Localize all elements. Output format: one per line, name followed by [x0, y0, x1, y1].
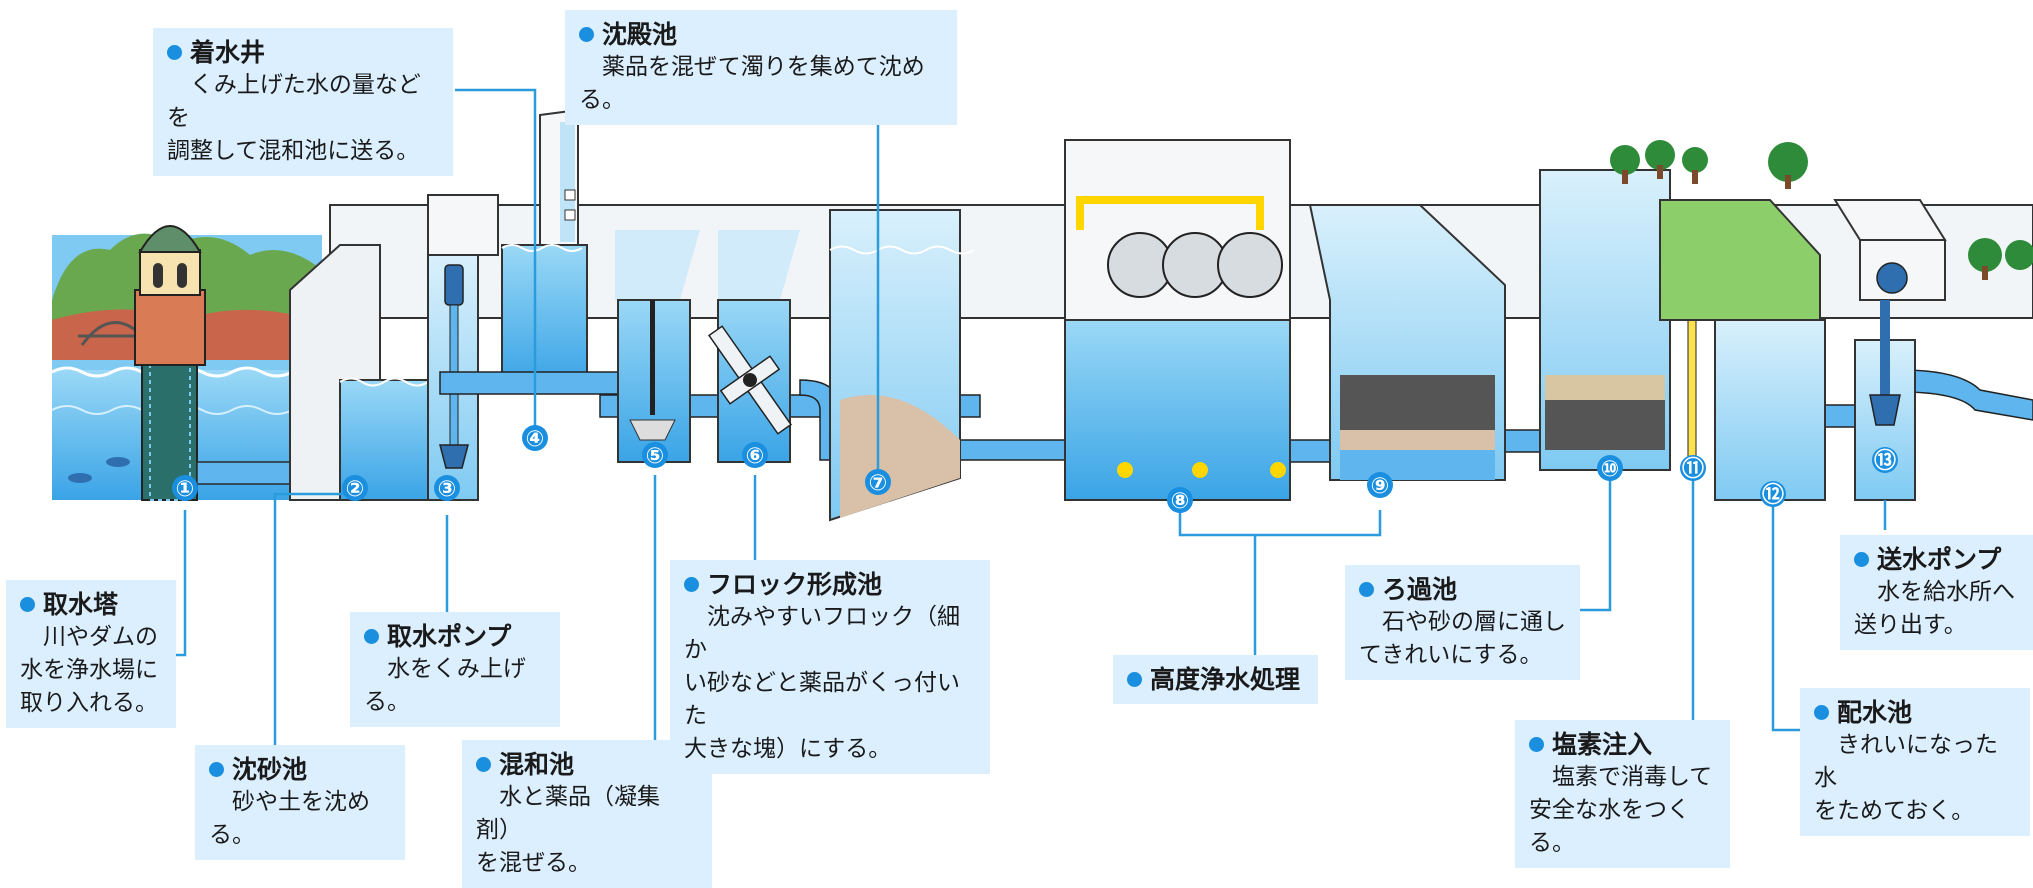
callout-title: 送水ポンプ	[1877, 545, 2002, 574]
stage-badges: ① ② ③ ④ ⑤ ⑥ ⑦ ⑧ ⑨ ⑩ ⑪ ⑫ ⑬	[172, 425, 1898, 514]
callout-title: 取水ポンプ	[387, 622, 512, 651]
callout-chlorination: 塩素注入 塩素で消毒して 安全な水をつくる。	[1515, 720, 1730, 868]
advanced-treatment-building	[1064, 139, 1291, 501]
callout-desc: くみ上げた水の量などを 調整して混和池に送る。	[167, 72, 421, 164]
bullet-icon	[1814, 705, 1829, 720]
callout-desc: きれいになった水 をためておく。	[1814, 732, 1998, 824]
callout-desc: 川やダムの 水を浄水場に 取り入れる。	[20, 624, 158, 716]
callout-floc-basin: フロック形成池 沈みやすいフロック（細か い砂などと薬品がくっ付いた 大きな塊）…	[670, 560, 990, 774]
callout-desc: 砂や土を沈める。	[209, 789, 370, 848]
bullet-icon	[476, 757, 491, 772]
bullet-icon	[1127, 672, 1142, 687]
intake-pump-house	[427, 194, 499, 501]
svg-text:③: ③	[438, 477, 457, 502]
callout-advanced-treatment: 高度浄水処理	[1113, 655, 1318, 704]
callout-title: 着水井	[190, 38, 266, 67]
svg-text:⑧: ⑧	[1171, 489, 1190, 514]
svg-text:⑨: ⑨	[1371, 474, 1390, 499]
callout-title: 取水塔	[43, 590, 119, 619]
sand-filter-10	[1539, 169, 1671, 471]
callout-intake-tower: 取水塔 川やダムの 水を浄水場に 取り入れる。	[6, 580, 176, 728]
filter-basin	[1308, 204, 1506, 481]
callout-transmission-pump: 送水ポンプ 水を給水所へ 送り出す。	[1840, 535, 2033, 650]
stage-badge-1: ①	[172, 475, 198, 502]
stage-badge-2: ②	[342, 475, 368, 502]
svg-text:②: ②	[346, 477, 365, 502]
callout-title: 塩素注入	[1552, 730, 1653, 759]
stage-badge-8: ⑧	[1167, 487, 1193, 514]
svg-text:⑫: ⑫	[1762, 482, 1784, 508]
stage-badge-3: ③	[434, 475, 460, 502]
svg-text:⑥: ⑥	[746, 444, 765, 469]
stage-badge-5: ⑤	[642, 442, 668, 469]
stage-badge-9: ⑨	[1367, 472, 1393, 499]
svg-text:④: ④	[526, 427, 545, 452]
stage-badge-12: ⑫	[1760, 481, 1786, 508]
callout-desc: 塩素で消毒して 安全な水をつくる。	[1529, 764, 1713, 856]
callout-title: 高度浄水処理	[1150, 665, 1301, 694]
stage-badge-6: ⑥	[742, 442, 768, 469]
bullet-icon	[1529, 737, 1544, 752]
leader-lines	[155, 88, 1887, 745]
callout-desc: 水をくみ上げる。	[364, 656, 526, 715]
bullet-icon	[364, 629, 379, 644]
bullet-icon	[209, 762, 224, 777]
bullet-icon	[684, 577, 699, 592]
bullet-icon	[579, 27, 594, 42]
callout-desc: 石や砂の層に通し てきれいにする。	[1359, 609, 1566, 668]
callout-settling-basin: 沈殿池 薬品を混ぜて濁りを集めて沈める。	[565, 10, 957, 125]
flocculation-basin	[707, 230, 800, 463]
svg-text:⑤: ⑤	[646, 444, 665, 469]
transmission-pump-house	[1833, 199, 1947, 501]
bullet-icon	[1854, 552, 1869, 567]
callout-grit-basin: 沈砂池 砂や土を沈める。	[195, 745, 405, 860]
settling-basin	[829, 209, 975, 522]
stage-badge-13: ⑬	[1872, 447, 1898, 474]
stage-badge-4: ④	[522, 425, 548, 452]
svg-text:⑬: ⑬	[1874, 448, 1896, 474]
stage-badge-11: ⑪	[1680, 455, 1706, 482]
bullet-icon	[1359, 582, 1374, 597]
callout-desc: 水を給水所へ 送り出す。	[1854, 579, 2015, 638]
callout-desc: 沈みやすいフロック（細か い砂などと薬品がくっ付いた 大きな塊）にする。	[684, 604, 960, 762]
distribution-reservoir	[1659, 199, 1826, 501]
water-treatment-diagram: ① ② ③ ④ ⑤ ⑥ ⑦ ⑧ ⑨ ⑩ ⑪ ⑫ ⑬	[51, 88, 2033, 745]
callout-intake-pump: 取水ポンプ 水をくみ上げる。	[350, 612, 560, 727]
receiving-well	[501, 108, 588, 386]
callout-title: 沈殿池	[602, 20, 678, 49]
stage-badge-7: ⑦	[865, 469, 891, 496]
svg-text:⑦: ⑦	[869, 471, 888, 496]
mixing-basin	[615, 230, 700, 463]
stage-badge-10: ⑩	[1597, 455, 1623, 482]
callout-title: 混和池	[499, 750, 575, 779]
bullet-icon	[20, 597, 35, 612]
svg-text:⑩: ⑩	[1601, 457, 1620, 482]
callout-title: 配水池	[1837, 698, 1913, 727]
callout-desc: 水と薬品（凝集剤） を混ぜる。	[476, 784, 660, 876]
trees	[1610, 140, 2033, 280]
callout-filter-basin: ろ過池 石や砂の層に通し てきれいにする。	[1345, 565, 1580, 680]
callout-distribution-reservoir: 配水池 きれいになった水 をためておく。	[1800, 688, 2030, 836]
bullet-icon	[167, 45, 182, 60]
callout-title: 沈砂池	[232, 755, 308, 784]
svg-text:①: ①	[176, 477, 195, 502]
callout-title: フロック形成池	[707, 570, 883, 599]
svg-text:⑪: ⑪	[1682, 456, 1704, 482]
intake-tower	[134, 225, 206, 501]
callout-desc: 薬品を混ぜて濁りを集めて沈める。	[579, 54, 925, 113]
callout-receiving-well: 着水井 くみ上げた水の量などを 調整して混和池に送る。	[153, 28, 453, 176]
callout-title: ろ過池	[1382, 575, 1458, 604]
